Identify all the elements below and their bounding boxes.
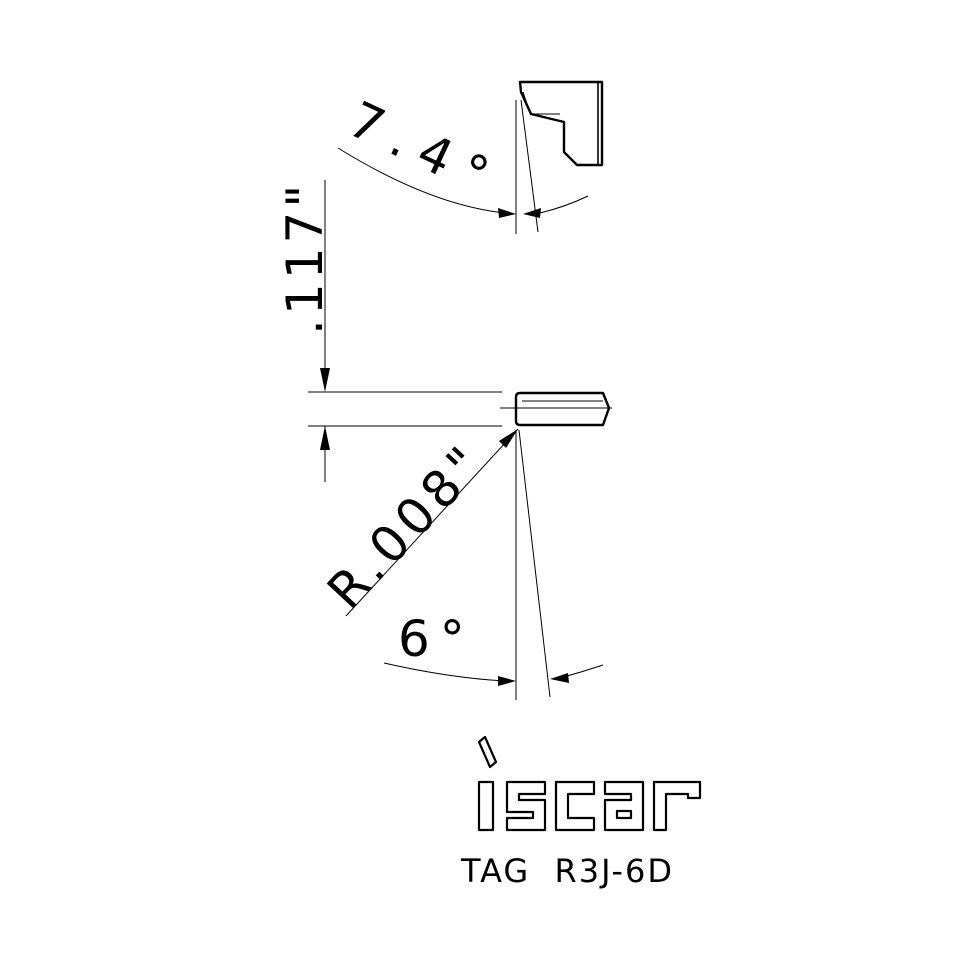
side-insert-outline <box>514 391 611 427</box>
height-dimension: .117" <box>276 180 502 482</box>
height-label: .117" <box>276 181 334 335</box>
top-angle-arc <box>337 147 506 214</box>
radius-leader-line <box>345 428 519 617</box>
top-insert-outline <box>518 80 604 167</box>
bottom-angle-arc <box>383 662 506 682</box>
bottom-angle-label: 6° <box>398 610 475 668</box>
side-insert-view: R.008" 6° <box>316 391 612 700</box>
iscar-logo: iscar <box>477 735 702 832</box>
side-inclined-reference-line <box>518 429 551 698</box>
top-insert-view: 7.4° <box>337 80 604 234</box>
part-number-title: TAG R3J-6D <box>460 852 674 890</box>
radius-label: R.008" <box>316 432 497 620</box>
